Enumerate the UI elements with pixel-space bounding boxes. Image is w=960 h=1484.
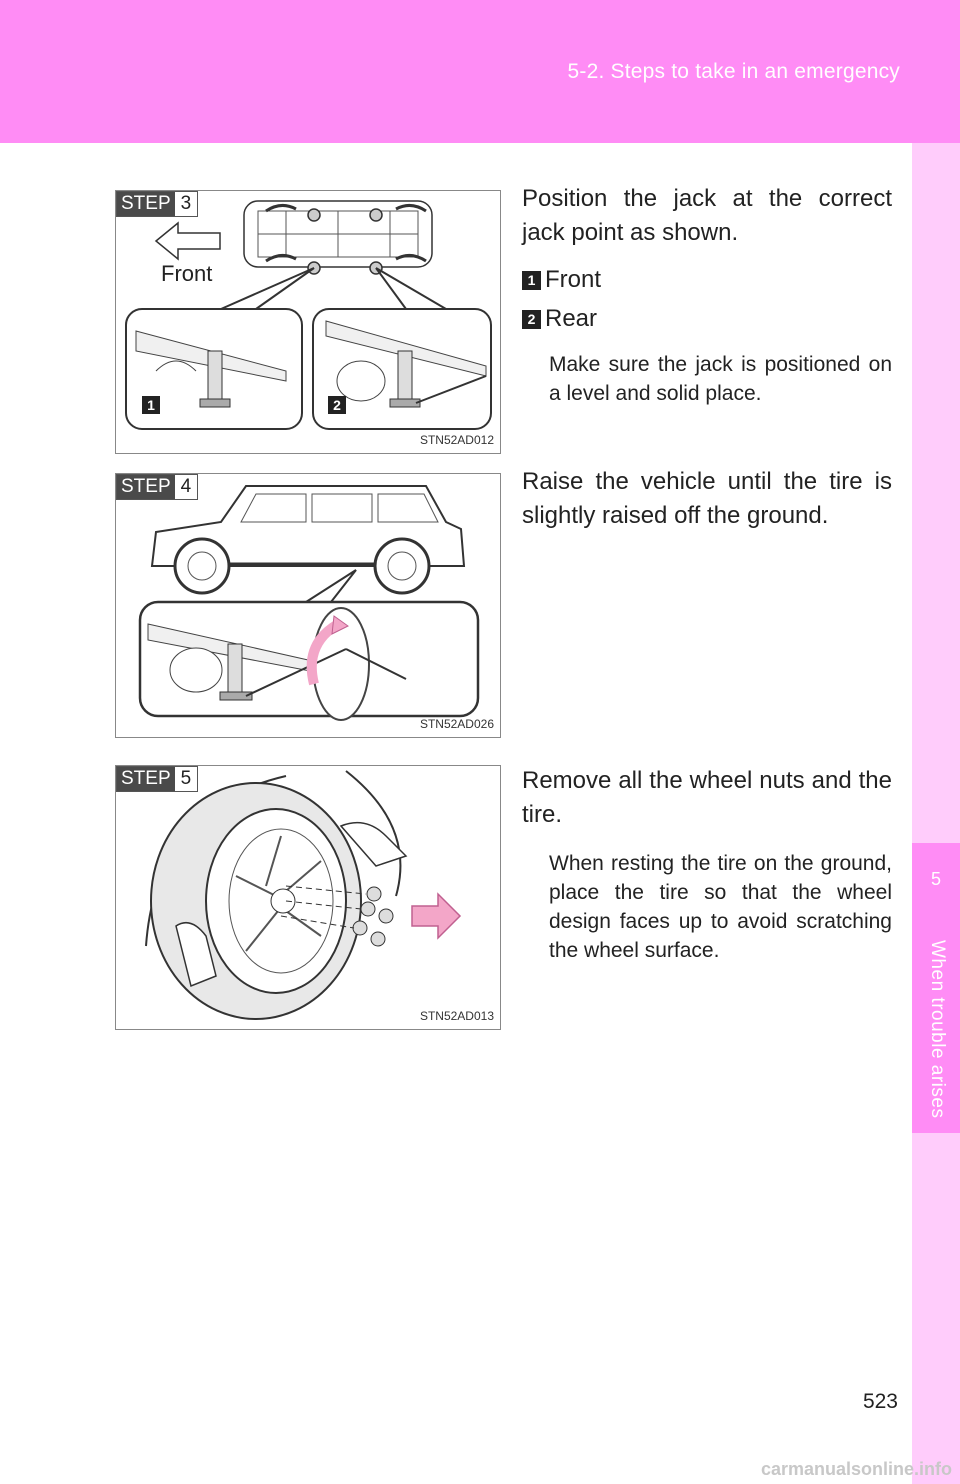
- callout-number: 1: [522, 270, 541, 290]
- callout-item-front: 1 Front: [522, 266, 601, 294]
- raise-vehicle-illustration: [138, 485, 480, 721]
- chapter-title: When trouble arises: [927, 940, 948, 1119]
- chapter-number: 5: [930, 869, 941, 889]
- callout-1-label: 1: [147, 397, 155, 413]
- step-4-figure: STEP 4 STN52AD026: [115, 473, 501, 738]
- step-3-figure: Front 1 2 STEP 3 STN52AD012: [115, 190, 501, 454]
- step-4-text: Raise the vehicle until the tire is slig…: [522, 468, 892, 529]
- step-badge: STEP 3: [116, 191, 199, 217]
- step-word: STEP: [117, 767, 175, 791]
- callout-number: 2: [522, 309, 541, 329]
- step-5-note: When resting the tire on the ground, pla…: [549, 852, 892, 962]
- step-5-text: Remove all the wheel nuts and the tire.: [522, 767, 892, 828]
- chapter-block: [912, 843, 960, 1133]
- step-5-figure: STEP 5 STN52AD013: [115, 765, 501, 1030]
- page-header: 5-2. Steps to take in an emergency: [0, 0, 960, 143]
- jack-point-illustration: Front 1 2: [125, 200, 492, 430]
- section-title: 5-2. Steps to take in an emergency: [567, 60, 900, 83]
- callout-2-label: 2: [333, 397, 341, 413]
- step-word: STEP: [117, 475, 175, 499]
- page-number: 523: [862, 1390, 898, 1413]
- step-badge: STEP 5: [116, 766, 199, 792]
- front-label: Front: [161, 261, 212, 286]
- callout-label: Rear: [545, 305, 598, 332]
- step-3-note: Make sure the jack is positioned on a le…: [549, 353, 892, 405]
- step-number: 4: [174, 475, 198, 499]
- step-word: STEP: [117, 192, 175, 216]
- watermark: carmanualsonline.info: [760, 1459, 952, 1479]
- step-number: 5: [174, 767, 198, 791]
- figure-code: STN52AD012: [419, 433, 494, 447]
- step-badge: STEP 4: [116, 474, 199, 500]
- callout-label: Front: [545, 266, 602, 293]
- step-3-text: Position the jack at the correct jack po…: [522, 185, 892, 246]
- chapter-side-tab: 5 When trouble arises: [912, 143, 960, 1484]
- figure-code: STN52AD026: [419, 717, 494, 731]
- callout-item-rear: 2 Rear: [522, 305, 597, 333]
- figure-code: STN52AD013: [419, 1009, 494, 1023]
- remove-tire-illustration: [145, 770, 462, 1020]
- step-number: 3: [174, 192, 198, 216]
